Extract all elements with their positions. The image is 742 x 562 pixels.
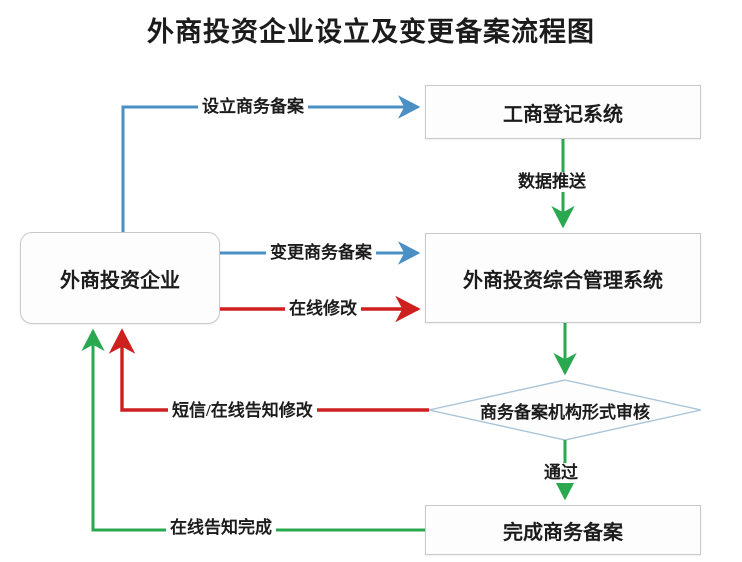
- node-registry[interactable]: 工商登记系统: [425, 85, 701, 139]
- edge-sms-notify-modify-line: [108, 328, 429, 412]
- edge-online-notify-done-line: [81, 328, 425, 532]
- edge-label-pass: 通过: [540, 463, 582, 483]
- decision-diamond-shape: [428, 379, 702, 441]
- edge-setup-filing-line: [121, 95, 421, 232]
- node-enterprise[interactable]: 外商投资企业: [20, 232, 220, 324]
- node-done[interactable]: 完成商务备案: [425, 505, 701, 555]
- edge-label-online-notify-done: 在线告知完成: [166, 518, 276, 538]
- edge-label-sms-notify-modify: 短信/在线告知修改: [168, 401, 317, 421]
- edge-label-setup-filing: 设立商务备案: [198, 97, 308, 117]
- page-title: 外商投资企业设立及变更备案流程图: [147, 17, 595, 47]
- edge-label-online-modify: 在线修改: [285, 299, 361, 319]
- node-fims[interactable]: 外商投资综合管理系统: [425, 233, 701, 323]
- edge-label-data-push: 数据推送: [514, 172, 590, 192]
- edge-label-change-filing: 变更商务备案: [266, 243, 376, 263]
